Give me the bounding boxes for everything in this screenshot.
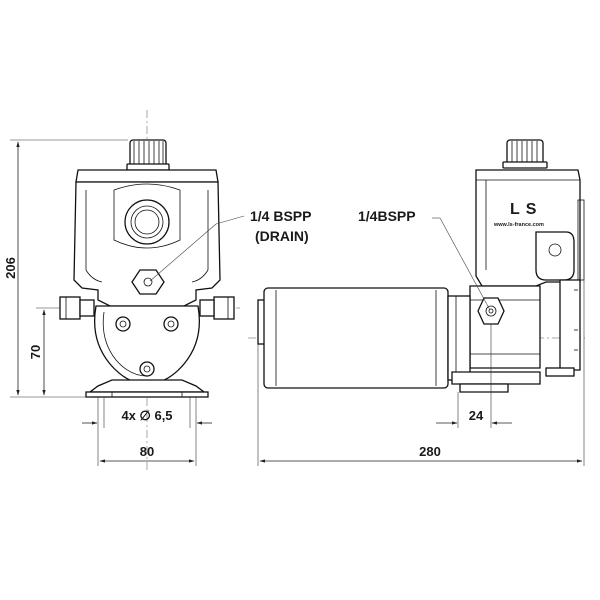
- brand-website: www.ls-france.com: [493, 222, 544, 228]
- dim-shaft-height: 70: [28, 345, 43, 359]
- front-view: [59, 110, 240, 470]
- callout-front-port: 1/4 BSPP: [250, 208, 311, 224]
- bolt-icon: [139, 361, 155, 377]
- bolt-icon: [115, 316, 131, 332]
- brand-logo: LS: [510, 201, 542, 218]
- bolt-icon: [163, 316, 179, 332]
- knob-icon: [126, 139, 170, 171]
- left-port-icon: [59, 296, 95, 320]
- sight-glass-icon: [124, 199, 170, 245]
- dim-overall-height: 206: [3, 257, 18, 279]
- pump-block: [469, 285, 541, 369]
- callout-side-port: 1/4BSPP: [358, 208, 416, 224]
- side-view: LS www.ls-france.com: [248, 139, 585, 393]
- dimensions: 206 70 4x ∅ 6,5 80 24 280: [3, 139, 585, 466]
- callouts: 1/4 BSPP (DRAIN) 1/4BSPP: [149, 208, 491, 311]
- side-port-icon: [477, 297, 505, 325]
- dim-mount-holes: 4x ∅ 6,5: [121, 408, 172, 423]
- knob-icon: [502, 139, 548, 169]
- dim-port-offset: 24: [469, 408, 484, 423]
- mounting-foot: [88, 379, 206, 393]
- dim-base-width: 80: [140, 444, 154, 459]
- dim-overall-length: 280: [419, 444, 441, 459]
- right-port-icon: [199, 296, 235, 320]
- callout-front-port-note: (DRAIN): [255, 228, 309, 244]
- motor-icon: [257, 287, 471, 389]
